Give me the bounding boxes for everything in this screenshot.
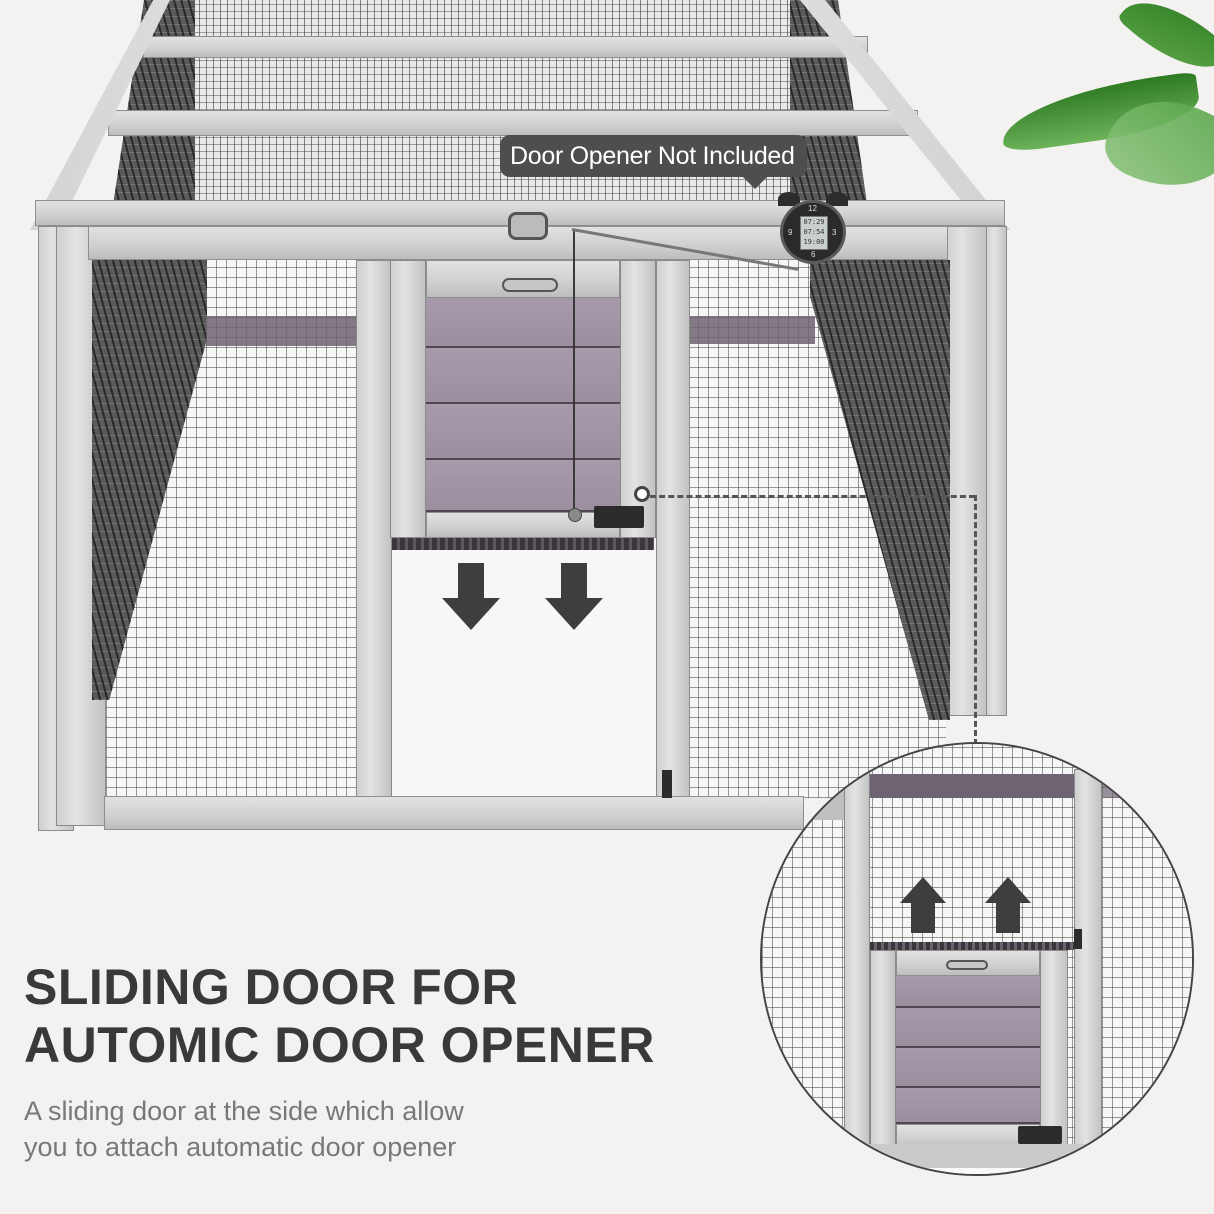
detail-purple-beam-right	[1102, 774, 1192, 798]
detail-door-frame-right	[1040, 950, 1068, 1150]
leader-line-vertical	[974, 495, 977, 745]
roof-slat-2	[108, 110, 918, 136]
description-line-2: you to attach automatic door opener	[24, 1132, 457, 1162]
detail-door-panel-3	[896, 1048, 1040, 1088]
product-image: 07:29 07:54 19:00 12 3 6 9 Door Opener N…	[30, 0, 1010, 831]
detail-handle-slot	[946, 960, 988, 970]
doorway-opening	[392, 550, 656, 796]
door-eyelet	[634, 486, 650, 502]
door-latch-icon[interactable]	[594, 506, 644, 528]
detail-door-panel-1	[896, 976, 1040, 1008]
door-panel-2	[426, 348, 620, 404]
alarm-clock-timer-icon: 07:29 07:54 19:00 12 3 6 9	[776, 192, 850, 266]
door-opener-callout: Door Opener Not Included	[500, 135, 807, 189]
roof-slat-1	[143, 36, 868, 58]
bottom-hinge	[662, 770, 672, 798]
roof-mesh	[150, 0, 830, 215]
dial-mark-3: 3	[832, 228, 837, 237]
detail-floor	[762, 1168, 1192, 1174]
detail-door-panel-2	[896, 1008, 1040, 1048]
detail-sliding-door[interactable]	[870, 950, 1074, 1150]
door-panel-4	[426, 460, 620, 512]
headline-line-1: SLIDING DOOR FOR	[24, 959, 519, 1015]
center-post-left	[356, 260, 392, 800]
dial-mark-9: 9	[788, 228, 793, 237]
detail-zoom-circle	[760, 742, 1194, 1176]
detail-post-right	[1074, 769, 1102, 1149]
door-panel-1	[426, 298, 620, 348]
up-arrow-icon	[900, 877, 946, 935]
detail-door-panel-4	[896, 1088, 1040, 1124]
headline-line-2: AUTOMIC DOOR OPENER	[24, 1017, 655, 1073]
timer-lcd: 07:29 07:54 19:00	[800, 216, 828, 250]
center-post-right	[656, 260, 690, 800]
dial-mark-6: 6	[811, 250, 816, 259]
door-handle-slot[interactable]	[502, 278, 558, 292]
detail-left-beam	[762, 784, 852, 820]
door-track	[392, 538, 654, 550]
down-arrow-icon	[442, 563, 500, 633]
detail-post-left	[844, 769, 870, 1149]
detail-purple-beam	[867, 774, 1097, 798]
door-bottom-rail	[426, 512, 620, 538]
detail-hinge	[1074, 929, 1082, 949]
detail-bottom-rail	[842, 1144, 1122, 1168]
door-cord-weight	[568, 508, 582, 522]
frame-post-right-outer	[985, 226, 1007, 716]
detail-door-frame-left	[870, 950, 896, 1150]
top-hasp-latch	[508, 212, 548, 240]
sliding-door[interactable]	[390, 230, 656, 538]
detail-door-track	[870, 942, 1074, 950]
description: A sliding door at the side which allow y…	[24, 1093, 464, 1165]
down-arrow-icon	[545, 563, 603, 633]
right-purple-beam	[690, 316, 815, 344]
headline: SLIDING DOOR FOR AUTOMIC DOOR OPENER	[24, 958, 655, 1074]
frame-bottom-rail	[104, 796, 804, 830]
left-purple-beam	[206, 316, 356, 346]
dial-mark-12: 12	[808, 204, 817, 213]
leader-line-horizontal	[650, 495, 975, 498]
detail-latch-icon	[1018, 1126, 1062, 1144]
door-pull-cord	[573, 230, 575, 515]
door-frame-left	[390, 260, 426, 538]
frame-post-right-inner	[945, 226, 987, 716]
description-line-1: A sliding door at the side which allow	[24, 1096, 464, 1126]
door-panel-3	[426, 404, 620, 460]
up-arrow-icon	[985, 877, 1031, 935]
plant-leaves	[990, 0, 1214, 220]
